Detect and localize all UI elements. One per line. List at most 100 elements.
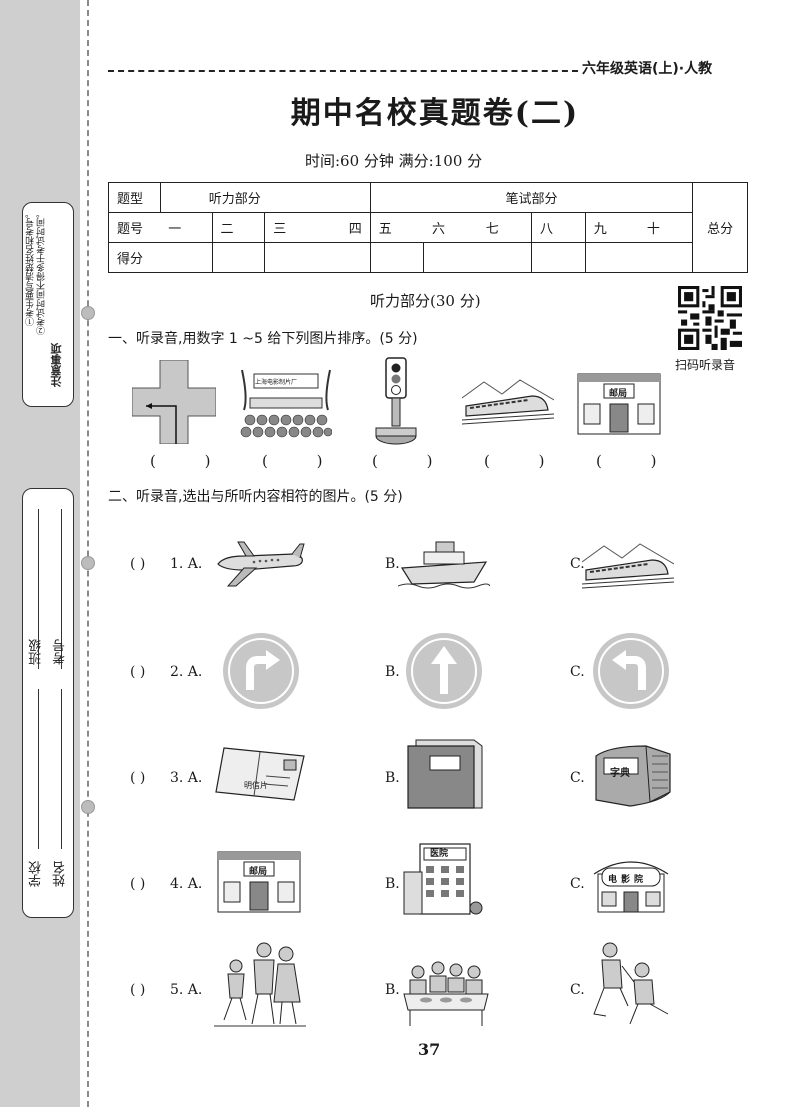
qnum-5: 五 [369,212,424,243]
listening-title: 听力部分(30 分) [370,292,481,310]
qnum-2: 二 [211,212,266,243]
family-walking-icon [214,942,306,1027]
row-label: 题号 [108,212,161,243]
crossroad-icon [132,360,216,444]
page-number: 37 [418,1040,441,1059]
q4-option-b[interactable]: B. [385,876,400,892]
score-cell[interactable] [369,242,425,273]
score-cell[interactable] [264,242,319,273]
q1-label: 1. A. [170,556,203,572]
punch-hole [81,306,95,320]
punch-hole [81,800,95,814]
q3-paren[interactable]: ( ) [130,770,146,786]
qnum-7: 七 [477,212,532,243]
skating-icon [593,942,669,1025]
exam-info: 时间:60 分钟 满分:100 分 [305,152,483,170]
post-office-icon [217,851,301,913]
qnum-10: 十 [638,212,694,243]
qnum-4: 四 [318,212,371,243]
answer-blank[interactable]: ( ) [484,452,567,470]
notice-box: 注意事项 ①考生要写清楚姓名和考号。 ②考试时间不得多于考试时间。 [22,202,74,407]
qnum-3: 三 [264,212,319,243]
score-table: 题型 听力部分 笔试部分 总分 题号 一 二 三 四 五 六 七 八 九 十 得… [108,182,748,273]
score-cell[interactable] [318,242,371,273]
exam-no-label: 考号 [53,639,68,665]
class-label: 班级 [29,639,44,665]
q1-option-c[interactable]: C. [570,556,585,572]
q5-option-b[interactable]: B. [385,982,400,998]
post-office-icon [577,373,661,435]
score-cell[interactable] [160,242,213,273]
q4-option-c[interactable]: C. [570,876,585,892]
qnum-8: 八 [530,212,586,243]
turn-left-sign-icon [593,633,669,709]
row-label: 得分 [108,242,161,273]
go-straight-sign-icon [406,633,482,709]
train-icon [462,379,554,425]
section2-title: 二、听录音,选出与所听内容相符的图片。(5 分) [108,489,403,505]
dictionary-icon [595,745,671,807]
score-cell[interactable] [211,242,266,273]
score-cell[interactable] [423,242,478,273]
qr-code-icon[interactable] [678,286,742,350]
notice-line-1: ①考生要写清楚姓名和考号。 [26,209,36,326]
header-rule [108,70,578,72]
q3-option-b[interactable]: B. [385,770,400,786]
q1-paren[interactable]: ( ) [130,556,146,572]
score-cell[interactable] [584,242,639,273]
q2-option-c[interactable]: C. [570,664,585,680]
cut-line [87,0,89,1107]
post-office-sign: 邮局 [609,389,628,399]
q5-label: 5. A. [170,982,203,998]
answer-blank[interactable]: ( ) [596,452,679,470]
q1-option-b[interactable]: B. [385,556,400,572]
qnum-6: 六 [423,212,478,243]
cinema-hall-icon [240,368,332,438]
book-icon [407,739,483,809]
q5-option-c[interactable]: C. [570,982,585,998]
section1-title: 一、听录音,用数字 1 ~5 给下列图片排序。(5 分) [108,331,418,347]
q5-paren[interactable]: ( ) [130,982,146,998]
qr-label: 扫码听录音 [675,358,736,372]
writing-header: 笔试部分 [369,182,694,213]
answer-blank[interactable]: ( ) [150,452,233,470]
qnum-9: 九 [584,212,639,243]
exam-title: 期中名校真题卷(二) [290,96,580,131]
family-dinner-icon [403,961,489,1026]
q4-paren[interactable]: ( ) [130,876,146,892]
answer-blank[interactable]: ( ) [372,452,455,470]
answer-blank[interactable]: ( ) [262,452,345,470]
q3-option-c[interactable]: C. [570,770,585,786]
turn-right-sign-icon [223,633,299,709]
postcard-label: 明信片 [244,781,268,790]
plane-icon [217,541,305,587]
name-label: 姓名 [53,861,68,887]
q4-label: 4. A. [170,876,203,892]
score-cell[interactable] [530,242,586,273]
hospital-icon [403,843,483,915]
q2-paren[interactable]: ( ) [130,664,146,680]
train-icon [582,543,674,589]
q3-label: 3. A. [170,770,203,786]
book-title: 六年级英语(上)·人教 [582,61,713,77]
qnum-1: 一 [160,212,213,243]
score-cell[interactable] [477,242,532,273]
cinema-sign: 上海电影制片厂 [255,379,298,386]
listening-header: 听力部分 [159,182,371,213]
notice-label: 注意事项 [50,343,63,387]
post-office-sign: 邮局 [249,867,268,877]
postcard-icon [215,747,305,801]
dictionary-label: 字典 [610,768,630,779]
row-label: 题型 [108,182,161,213]
cinema-sign: 电影院 [608,875,648,885]
school-label: 学校 [29,861,44,887]
hospital-sign: 医院 [430,849,449,859]
binding-strip: 注意事项 ①考生要写清楚姓名和考号。 ②考试时间不得多于考试时间。 班级 考号 … [0,0,80,1107]
student-info-box: 班级 考号 学校 姓名 [22,488,74,918]
score-cell[interactable] [638,242,694,273]
cinema-icon [593,861,669,913]
notice-line-2: ②考试时间不得多于考试时间。 [37,209,47,335]
punch-hole [81,556,95,570]
q2-option-b[interactable]: B. [385,664,400,680]
total-header: 总分 [692,182,748,273]
